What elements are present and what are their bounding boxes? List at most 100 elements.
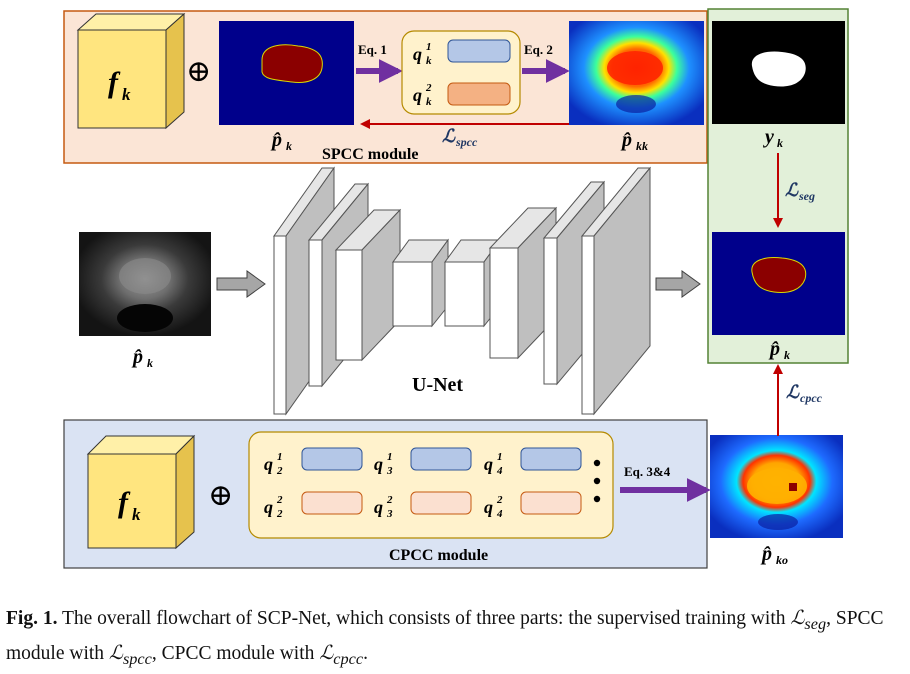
unet-encoder-block-3: [334, 208, 402, 362]
unet-prediction-label: p̂ k: [768, 338, 790, 362]
svg-text:seg: seg: [798, 189, 815, 203]
unet-label: U-Net: [412, 374, 463, 396]
svg-text:q: q: [484, 454, 493, 474]
svg-text:q: q: [413, 44, 422, 64]
svg-text:2: 2: [276, 508, 283, 520]
svg-text:y: y: [763, 126, 774, 148]
spcc-module: f k ⊕ p̂ k Eq. 1 q 1 k q 2: [63, 10, 708, 164]
svg-text:q: q: [374, 497, 383, 517]
spcc-module-label: SPCC module: [322, 146, 418, 163]
svg-text:kk: kk: [636, 139, 648, 153]
svg-text:k: k: [426, 55, 432, 67]
svg-text:ko: ko: [776, 553, 788, 567]
spcc-q1-prototype: [447, 39, 511, 63]
svg-text:2: 2: [386, 494, 393, 506]
svg-text:1: 1: [426, 41, 432, 53]
svg-text:ℒ: ℒ: [785, 180, 799, 200]
ground-truth-label: y k: [763, 126, 783, 150]
svg-text:q: q: [264, 497, 273, 517]
cpcc-feature-symbol: f: [118, 486, 131, 519]
unet-input-arrow: [216, 270, 266, 298]
svg-text:4: 4: [496, 465, 503, 477]
caption-text-2: , SPCC module with: [6, 608, 884, 664]
svg-text:q: q: [264, 454, 273, 474]
svg-text:p̂: p̂: [768, 338, 780, 360]
spcc-eq2-label: Eq. 2: [524, 42, 553, 57]
spcc-q2-prototype: [447, 82, 511, 106]
unet-bottleneck-block-1: [392, 238, 449, 328]
svg-text:k: k: [286, 139, 292, 153]
svg-text:k: k: [426, 96, 432, 108]
svg-text:spcc: spcc: [455, 135, 478, 149]
cpcc-loss-label: ℒ cpcc: [786, 382, 823, 405]
svg-text:q: q: [413, 85, 422, 105]
seg-loss-label: ℒ seg: [785, 180, 815, 203]
cpcc-feature-subscript: k: [132, 505, 141, 524]
svg-text:p̂: p̂: [760, 543, 772, 565]
caption-loss-seg: ℒseg: [790, 608, 827, 633]
mri-input-image: [79, 232, 211, 336]
svg-text:4: 4: [496, 508, 503, 520]
cpcc-q24-prototype: [520, 491, 582, 515]
spcc-oplus-symbol: ⊕: [186, 55, 211, 88]
cpcc-q14-prototype: [520, 447, 582, 471]
caption-loss-cpcc: ℒcpcc: [319, 642, 364, 668]
ground-truth-map: [712, 21, 845, 124]
cpcc-output-heatmap: [710, 435, 843, 538]
svg-text:3: 3: [386, 465, 393, 477]
caption-text-1: The overall flowchart of SCP-Net, which …: [57, 608, 791, 629]
spcc-prediction-map: [219, 21, 354, 125]
cpcc-q12-prototype: [301, 447, 363, 471]
svg-text:p̂: p̂: [620, 129, 632, 151]
cpcc-feature-cube: f k: [86, 434, 196, 550]
caption-text-3: , CPCC module with: [151, 642, 320, 664]
svg-text:cpcc: cpcc: [800, 391, 823, 405]
spcc-prediction-label: p̂ k: [270, 129, 292, 153]
spcc-q1-label: q 1 k: [413, 41, 432, 67]
spcc-prototype-box: q 1 k q 2 k: [401, 30, 521, 115]
cpcc-output-label: p̂ ko: [760, 543, 788, 567]
cpcc-q23-prototype: [410, 491, 472, 515]
svg-text:p̂: p̂: [270, 129, 282, 151]
svg-text:ℒ: ℒ: [442, 126, 456, 146]
spcc-q2-label: q 2 k: [413, 82, 432, 108]
cpcc-ellipsis-dots: [593, 459, 601, 503]
svg-text:2: 2: [276, 465, 283, 477]
cpcc-q22-prototype: [301, 491, 363, 515]
svg-text:k: k: [784, 348, 790, 362]
svg-text:2: 2: [425, 82, 432, 94]
figure-caption: Fig. 1. The overall flowchart of SCP-Net…: [6, 604, 906, 674]
unet-output-arrow: [655, 270, 701, 298]
cpcc-q13-prototype: [410, 447, 472, 471]
spcc-feature-subscript: k: [122, 85, 131, 104]
supervision-panel: y k ℒ seg p̂ k: [707, 8, 849, 364]
svg-text:1: 1: [277, 451, 283, 463]
spcc-output-heatmap: [569, 21, 704, 125]
caption-text-4: .: [363, 642, 368, 664]
svg-text:k: k: [777, 136, 783, 150]
svg-text:1: 1: [497, 451, 503, 463]
svg-text:2: 2: [496, 494, 503, 506]
cpcc-eq-label: Eq. 3&4: [624, 464, 671, 479]
mri-input-label: p̂ k: [131, 346, 153, 370]
svg-text:k: k: [147, 356, 153, 370]
spcc-loss-label: ℒ spcc: [442, 126, 478, 149]
caption-loss-spcc: ℒspcc: [108, 642, 152, 668]
svg-text:3: 3: [386, 508, 393, 520]
cpcc-oplus-symbol: ⊕: [208, 479, 233, 512]
spcc-eq1-label: Eq. 1: [358, 42, 387, 57]
svg-text:p̂: p̂: [131, 346, 143, 368]
svg-text:q: q: [374, 454, 383, 474]
svg-text:ℒ: ℒ: [786, 382, 800, 402]
spcc-output-label: p̂ kk: [620, 129, 648, 153]
spcc-feature-symbol: f: [108, 66, 121, 99]
